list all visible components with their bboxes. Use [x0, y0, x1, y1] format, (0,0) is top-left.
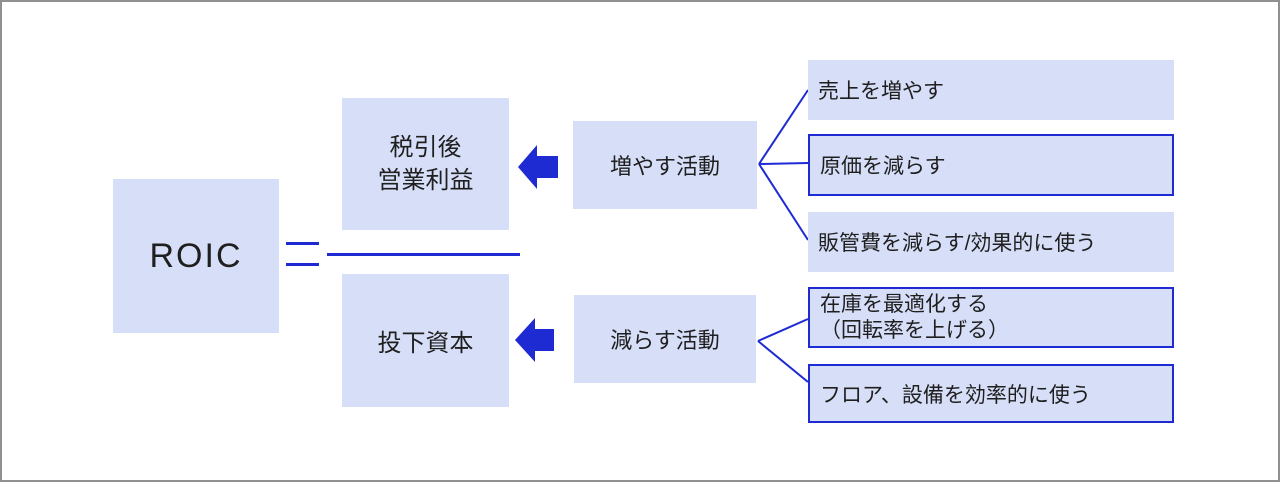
- connector-line: [758, 163, 809, 241]
- action-label: フロア、設備を効率的に使う: [820, 383, 1091, 407]
- equals-icon: [286, 242, 319, 266]
- numerator-line1: 税引後: [389, 134, 462, 161]
- decrease-activity-box: 減らす活動: [574, 295, 756, 383]
- fraction-bar-icon: [327, 253, 520, 256]
- increase-activity-box: 増やす活動: [573, 121, 757, 209]
- action-label-line1: 在庫を最適化する: [820, 292, 988, 316]
- connector-line: [757, 340, 809, 383]
- numerator-line2: 営業利益: [377, 167, 474, 194]
- action-label: 売上を増やす: [818, 80, 944, 103]
- denominator-label: 投下資本: [377, 330, 474, 357]
- left-block-arrow-icon: [518, 145, 558, 189]
- action-box-increase-sales: 売上を増やす: [808, 60, 1174, 120]
- action-label: 販管費を減らす/効果的に使う: [818, 232, 1097, 255]
- action-label: 原価を減らす: [820, 155, 946, 178]
- denominator-box: 投下資本: [342, 274, 509, 407]
- roic-box: ROIC: [113, 179, 279, 333]
- action-box-reduce-sga: 販管費を減らす/効果的に使う: [808, 212, 1174, 272]
- action-box-reduce-cost: 原価を減らす: [808, 134, 1174, 196]
- decrease-activity-label: 減らす活動: [610, 328, 720, 353]
- action-box-optimize-inventory: 在庫を最適化する （回転率を上げる）: [808, 287, 1174, 348]
- roic-label: ROIC: [149, 236, 243, 275]
- connector-line: [758, 162, 809, 165]
- left-block-arrow-icon: [515, 318, 554, 362]
- numerator-box: 税引後 営業利益: [342, 98, 509, 230]
- action-label-line2: （回転率を上げる）: [820, 318, 1009, 342]
- increase-activity-label: 増やす活動: [609, 154, 720, 179]
- connector-line: [758, 89, 809, 165]
- connector-line: [757, 318, 809, 342]
- action-box-use-floor-equipment: フロア、設備を効率的に使う: [808, 364, 1174, 423]
